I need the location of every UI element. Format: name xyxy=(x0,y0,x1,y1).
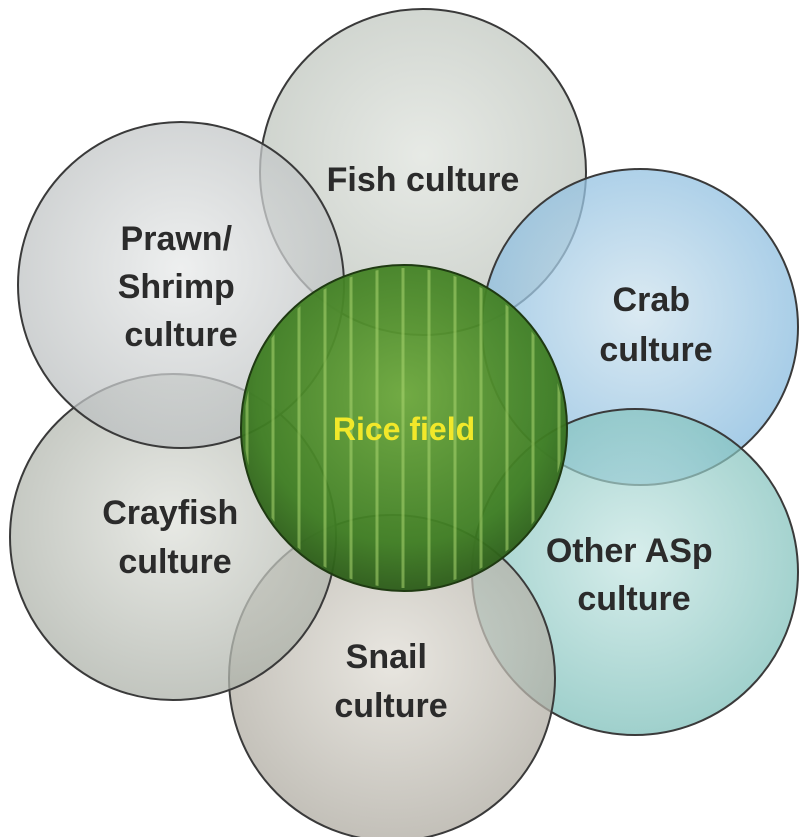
petal-label-fish: Fish culture xyxy=(327,161,520,199)
petal-label-prawn-shrimp: Prawn/ Shrimp culture xyxy=(118,220,245,354)
center-label-rice-field: Rice field xyxy=(333,411,475,447)
